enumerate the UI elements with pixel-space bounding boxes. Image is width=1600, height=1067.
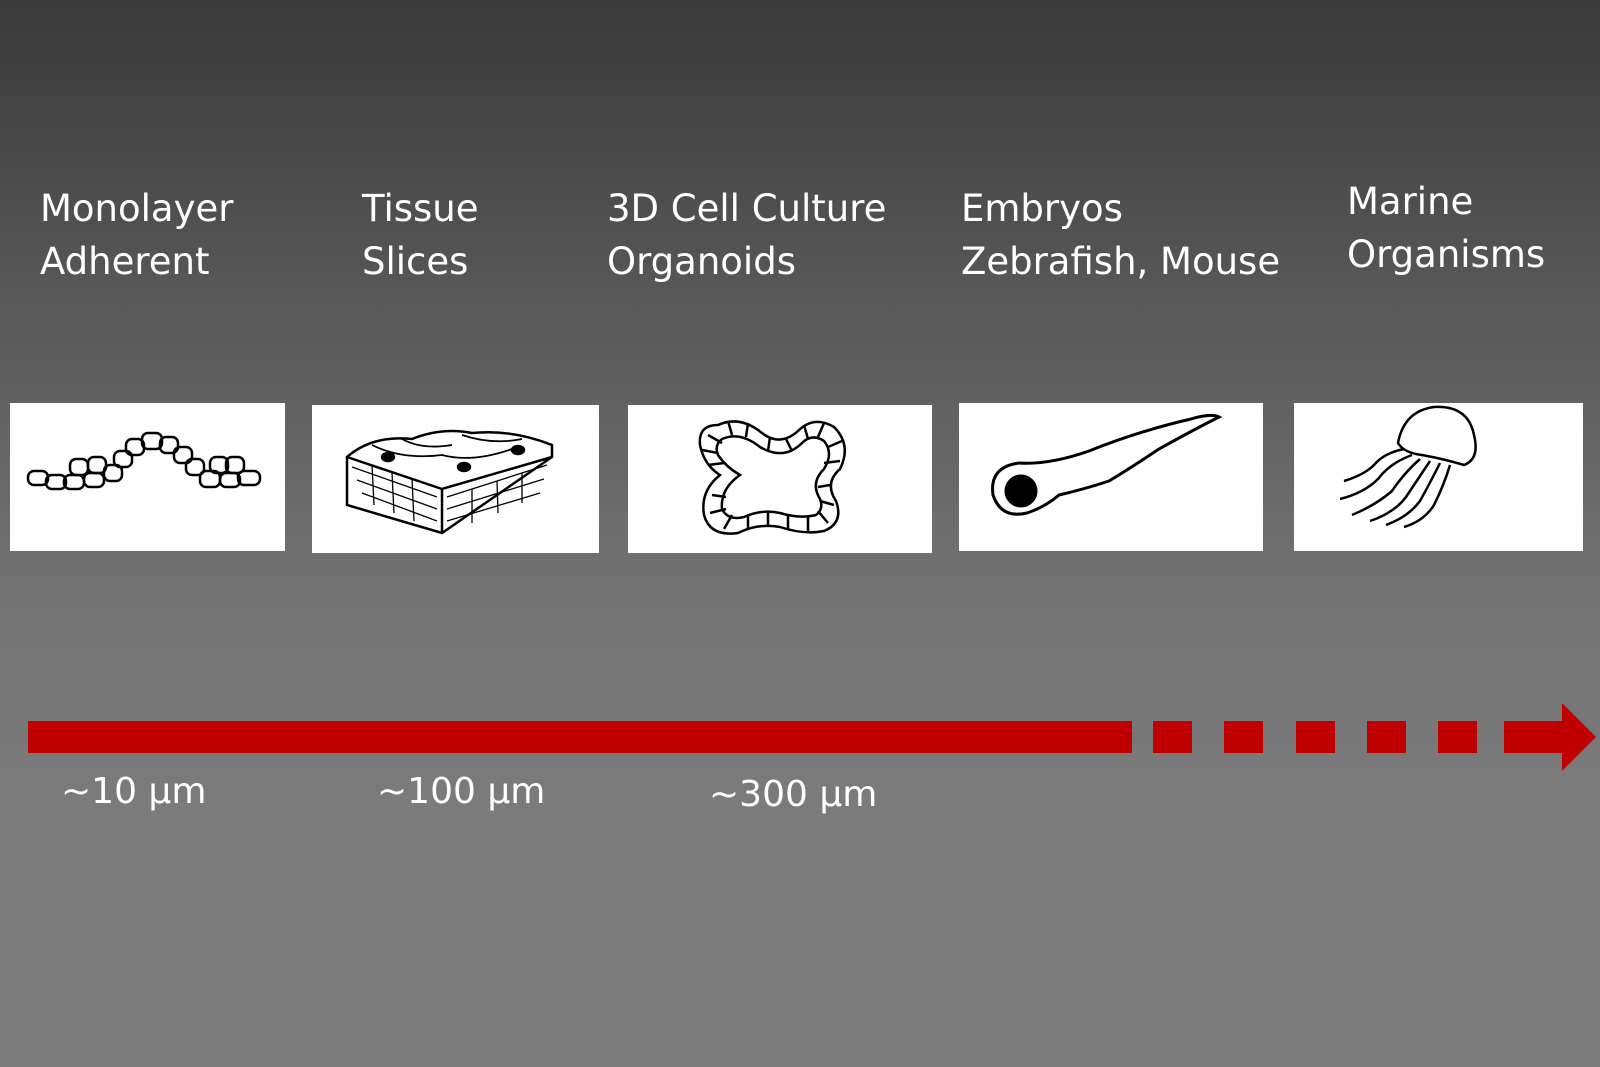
label-line: Organoids (607, 240, 796, 283)
organoid-icon (628, 405, 932, 553)
scale-label-10um: ~10 µm (61, 771, 207, 812)
label-line: Slices (362, 240, 469, 283)
arrow-head-icon (1504, 703, 1596, 771)
label-line: 3D Cell Culture (607, 187, 887, 230)
jellyfish-icon (1294, 403, 1583, 551)
label-line: Marine (1347, 180, 1474, 223)
zebrafish-embryo-icon (959, 403, 1263, 551)
label-organoids: 3D Cell Culture Organoids (607, 182, 886, 288)
cell-monolayer-icon (10, 403, 285, 551)
label-line: Organisms (1347, 233, 1546, 276)
label-embryos: Embryos Zebrafish, Mouse (961, 182, 1280, 288)
scale-arrow-dash (1367, 721, 1406, 753)
scale-arrow-solid (28, 721, 1132, 753)
scale-label-100um: ~100 µm (377, 771, 546, 812)
scale-label-300um: ~300 µm (709, 774, 878, 815)
label-line: Zebrafish, Mouse (961, 240, 1281, 283)
scale-arrow-dash (1153, 721, 1192, 753)
scale-arrow-dash (1296, 721, 1335, 753)
label-line: Tissue (362, 187, 479, 230)
scale-arrow-dash (1224, 721, 1263, 753)
label-marine: Marine Organisms (1347, 175, 1545, 281)
scale-arrow-dash (1438, 721, 1477, 753)
tissue-slice-icon (312, 405, 599, 553)
label-line: Adherent (40, 240, 210, 283)
label-line: Monolayer (40, 187, 234, 230)
label-tissue: Tissue Slices (362, 182, 479, 288)
label-monolayer: Monolayer Adherent (40, 182, 233, 288)
label-line: Embryos (961, 187, 1123, 230)
